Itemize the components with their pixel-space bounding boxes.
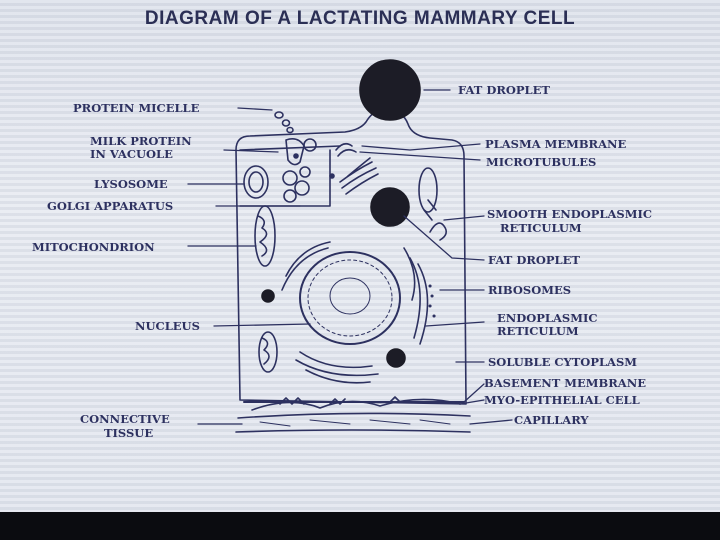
- milk-protein-vacuole: [285, 138, 305, 166]
- golgi-vesicle-1: [282, 170, 298, 186]
- lysosome: [243, 165, 269, 199]
- protein-micelle-1: [274, 111, 284, 119]
- rough-er-5: [403, 247, 416, 301]
- label-basement-membrane: BASEMENT MEMBRANE: [484, 376, 646, 390]
- label-er-2: RETICULUM: [497, 324, 579, 338]
- label-er-1: ENDOPLASMIC: [497, 311, 598, 325]
- label-capillary: CAPILLARY: [514, 413, 589, 427]
- rough-er-7: [295, 359, 379, 377]
- mitochondrion-1: [254, 205, 276, 267]
- lysosome-inner: [248, 171, 264, 193]
- golgi-vesicle-4: [299, 166, 311, 178]
- rough-er-6: [299, 351, 373, 369]
- page-title: DIAGRAM OF A LACTATING MAMMARY CELL: [144, 8, 576, 29]
- monitor-bezel: [0, 512, 720, 540]
- label-plasma-membrane: PLASMA MEMBRANE: [485, 137, 627, 151]
- smooth-er-3: [423, 199, 437, 221]
- label-connective-2: TISSUE: [104, 426, 154, 440]
- capillary-bottom: [235, 429, 471, 433]
- rough-er-4: [417, 263, 429, 345]
- mito-cristae-1: [257, 215, 268, 257]
- microtubule-stack-2: [341, 167, 377, 189]
- nucleus-inner: [307, 259, 393, 337]
- myo-epithelial-texture: [279, 396, 401, 405]
- label-fat-droplet-mid: FAT DROPLET: [488, 253, 580, 267]
- label-soluble-cytoplasm: SOLUBLE CYTOPLASM: [488, 355, 638, 369]
- microtubule-stack-1: [339, 161, 373, 183]
- golgi-vesicle-2: [294, 180, 310, 196]
- rough-er-8: [305, 369, 371, 384]
- mitochondrion-2: [258, 331, 278, 373]
- label-microtubules: MICROTUBULES: [486, 155, 597, 169]
- label-smooth-er-2: RETICULUM: [500, 221, 582, 235]
- vacuole-granule: [293, 153, 299, 159]
- rough-er-3: [409, 257, 421, 339]
- nucleolus: [329, 277, 371, 315]
- ribosome-dots-1: [428, 284, 436, 318]
- label-connective-1: CONNECTIVE: [80, 412, 170, 426]
- microtubule-stack-3: [345, 173, 379, 195]
- microtubule-stack-4: [347, 157, 371, 177]
- leader-lines: [187, 89, 513, 425]
- screen: DIAGRAM OF A LACTATING MAMMARY CELL: [0, 0, 720, 512]
- apical-membrane: [239, 145, 341, 151]
- capillary-top: [237, 412, 471, 419]
- label-mitochondrion: MITOCHONDRION: [32, 240, 155, 254]
- label-smooth-er-1: SMOOTH ENDOPLASMIC: [487, 207, 652, 221]
- myo-epithelial-cell: [251, 398, 461, 411]
- fat-droplet-small-2: [386, 348, 406, 368]
- protein-micelle-2: [281, 119, 291, 127]
- fat-droplet-large: [359, 59, 421, 121]
- label-protein-micelle: PROTEIN MICELLE: [73, 101, 200, 115]
- golgi-stack-2: [337, 148, 357, 157]
- rough-er-1: [285, 241, 331, 277]
- smooth-er-2: [429, 222, 448, 241]
- label-fat-droplet-top: FAT DROPLET: [458, 83, 550, 97]
- small-dot: [329, 173, 335, 179]
- label-nucleus: NUCLEUS: [135, 319, 200, 333]
- label-milk-protein-2: IN VACUOLE: [90, 147, 173, 161]
- golgi-stack-1: [335, 142, 353, 151]
- fat-droplet-medium: [370, 187, 410, 227]
- capillary-hatch: [259, 419, 451, 427]
- label-golgi: GOLGI APPARATUS: [47, 199, 174, 213]
- label-ribosomes: RIBOSOMES: [488, 283, 572, 297]
- cell-outline: [235, 108, 467, 405]
- vacuole-2: [303, 138, 317, 152]
- protein-micelle-3: [286, 126, 294, 134]
- mito-cristae-2: [261, 337, 270, 365]
- label-lysosome: LYSOSOME: [94, 177, 168, 191]
- fat-droplet-small-1: [261, 289, 275, 303]
- label-myo-epithelial: MYO-EPITHELIAL CELL: [484, 393, 640, 407]
- rough-er-2: [281, 247, 329, 291]
- label-milk-protein-1: MILK PROTEIN: [90, 134, 192, 148]
- nucleus: [299, 251, 401, 345]
- smooth-er-1: [418, 167, 438, 213]
- cell-diagram: [187, 59, 513, 433]
- golgi-vesicle-3: [283, 189, 297, 203]
